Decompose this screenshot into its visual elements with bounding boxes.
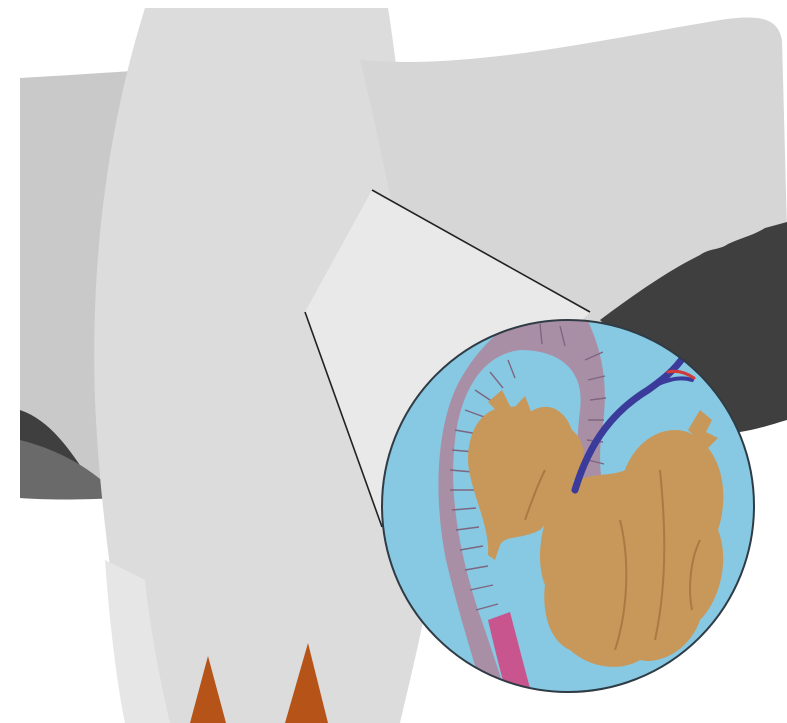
bird-heart-illustration bbox=[0, 0, 787, 723]
